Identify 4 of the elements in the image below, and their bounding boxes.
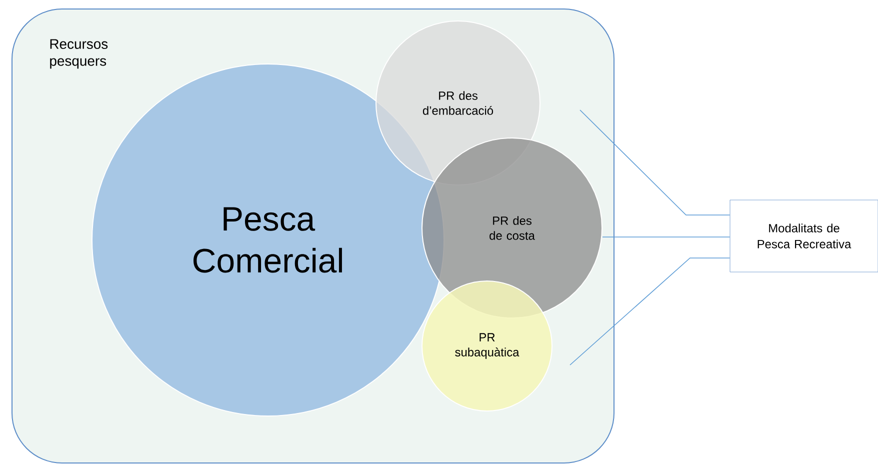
leader-line xyxy=(602,236,730,238)
leader-line xyxy=(570,258,730,366)
leader-line xyxy=(580,110,730,216)
label-box: Modalitats de Pesca Recreativa xyxy=(730,200,878,272)
